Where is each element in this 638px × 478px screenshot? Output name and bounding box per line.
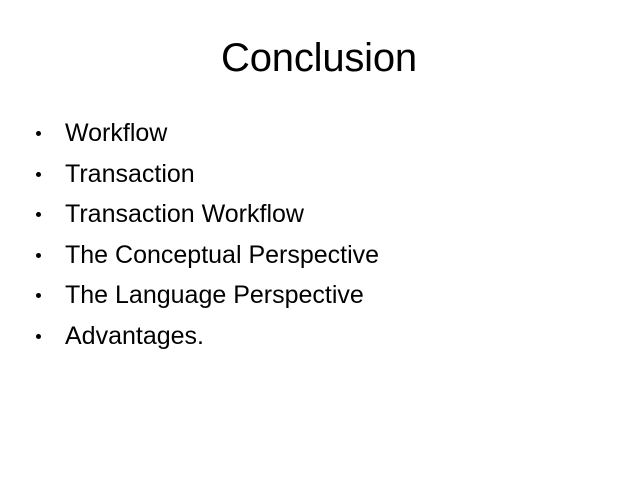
bullet-dot-icon: [36, 252, 41, 258]
list-item: Transaction Workflow: [30, 194, 610, 235]
list-item-label: Workflow: [65, 119, 168, 147]
list-item: Workflow: [30, 113, 610, 154]
list-item: The Conceptual Perspective: [30, 235, 610, 276]
list-item: Transaction: [30, 154, 610, 195]
bullet-dot-icon: [36, 293, 41, 299]
bullet-dot-icon: [36, 333, 41, 339]
bullet-list: Workflow Transaction Transaction Workflo…: [30, 113, 610, 356]
list-item-label: Transaction Workflow: [65, 200, 304, 228]
list-item-label: The Language Perspective: [65, 281, 364, 309]
bullet-dot-icon: [36, 131, 41, 137]
bullet-dot-icon: [36, 212, 41, 218]
list-item-label: Advantages.: [65, 321, 204, 350]
list-item-label: Transaction: [65, 159, 195, 188]
list-item: The Language Perspective: [30, 275, 610, 316]
bullet-dot-icon: [36, 171, 41, 177]
list-item-label: The Conceptual Perspective: [65, 240, 380, 269]
page-title: Conclusion: [221, 36, 417, 80]
list-item: Advantages.: [30, 316, 610, 357]
